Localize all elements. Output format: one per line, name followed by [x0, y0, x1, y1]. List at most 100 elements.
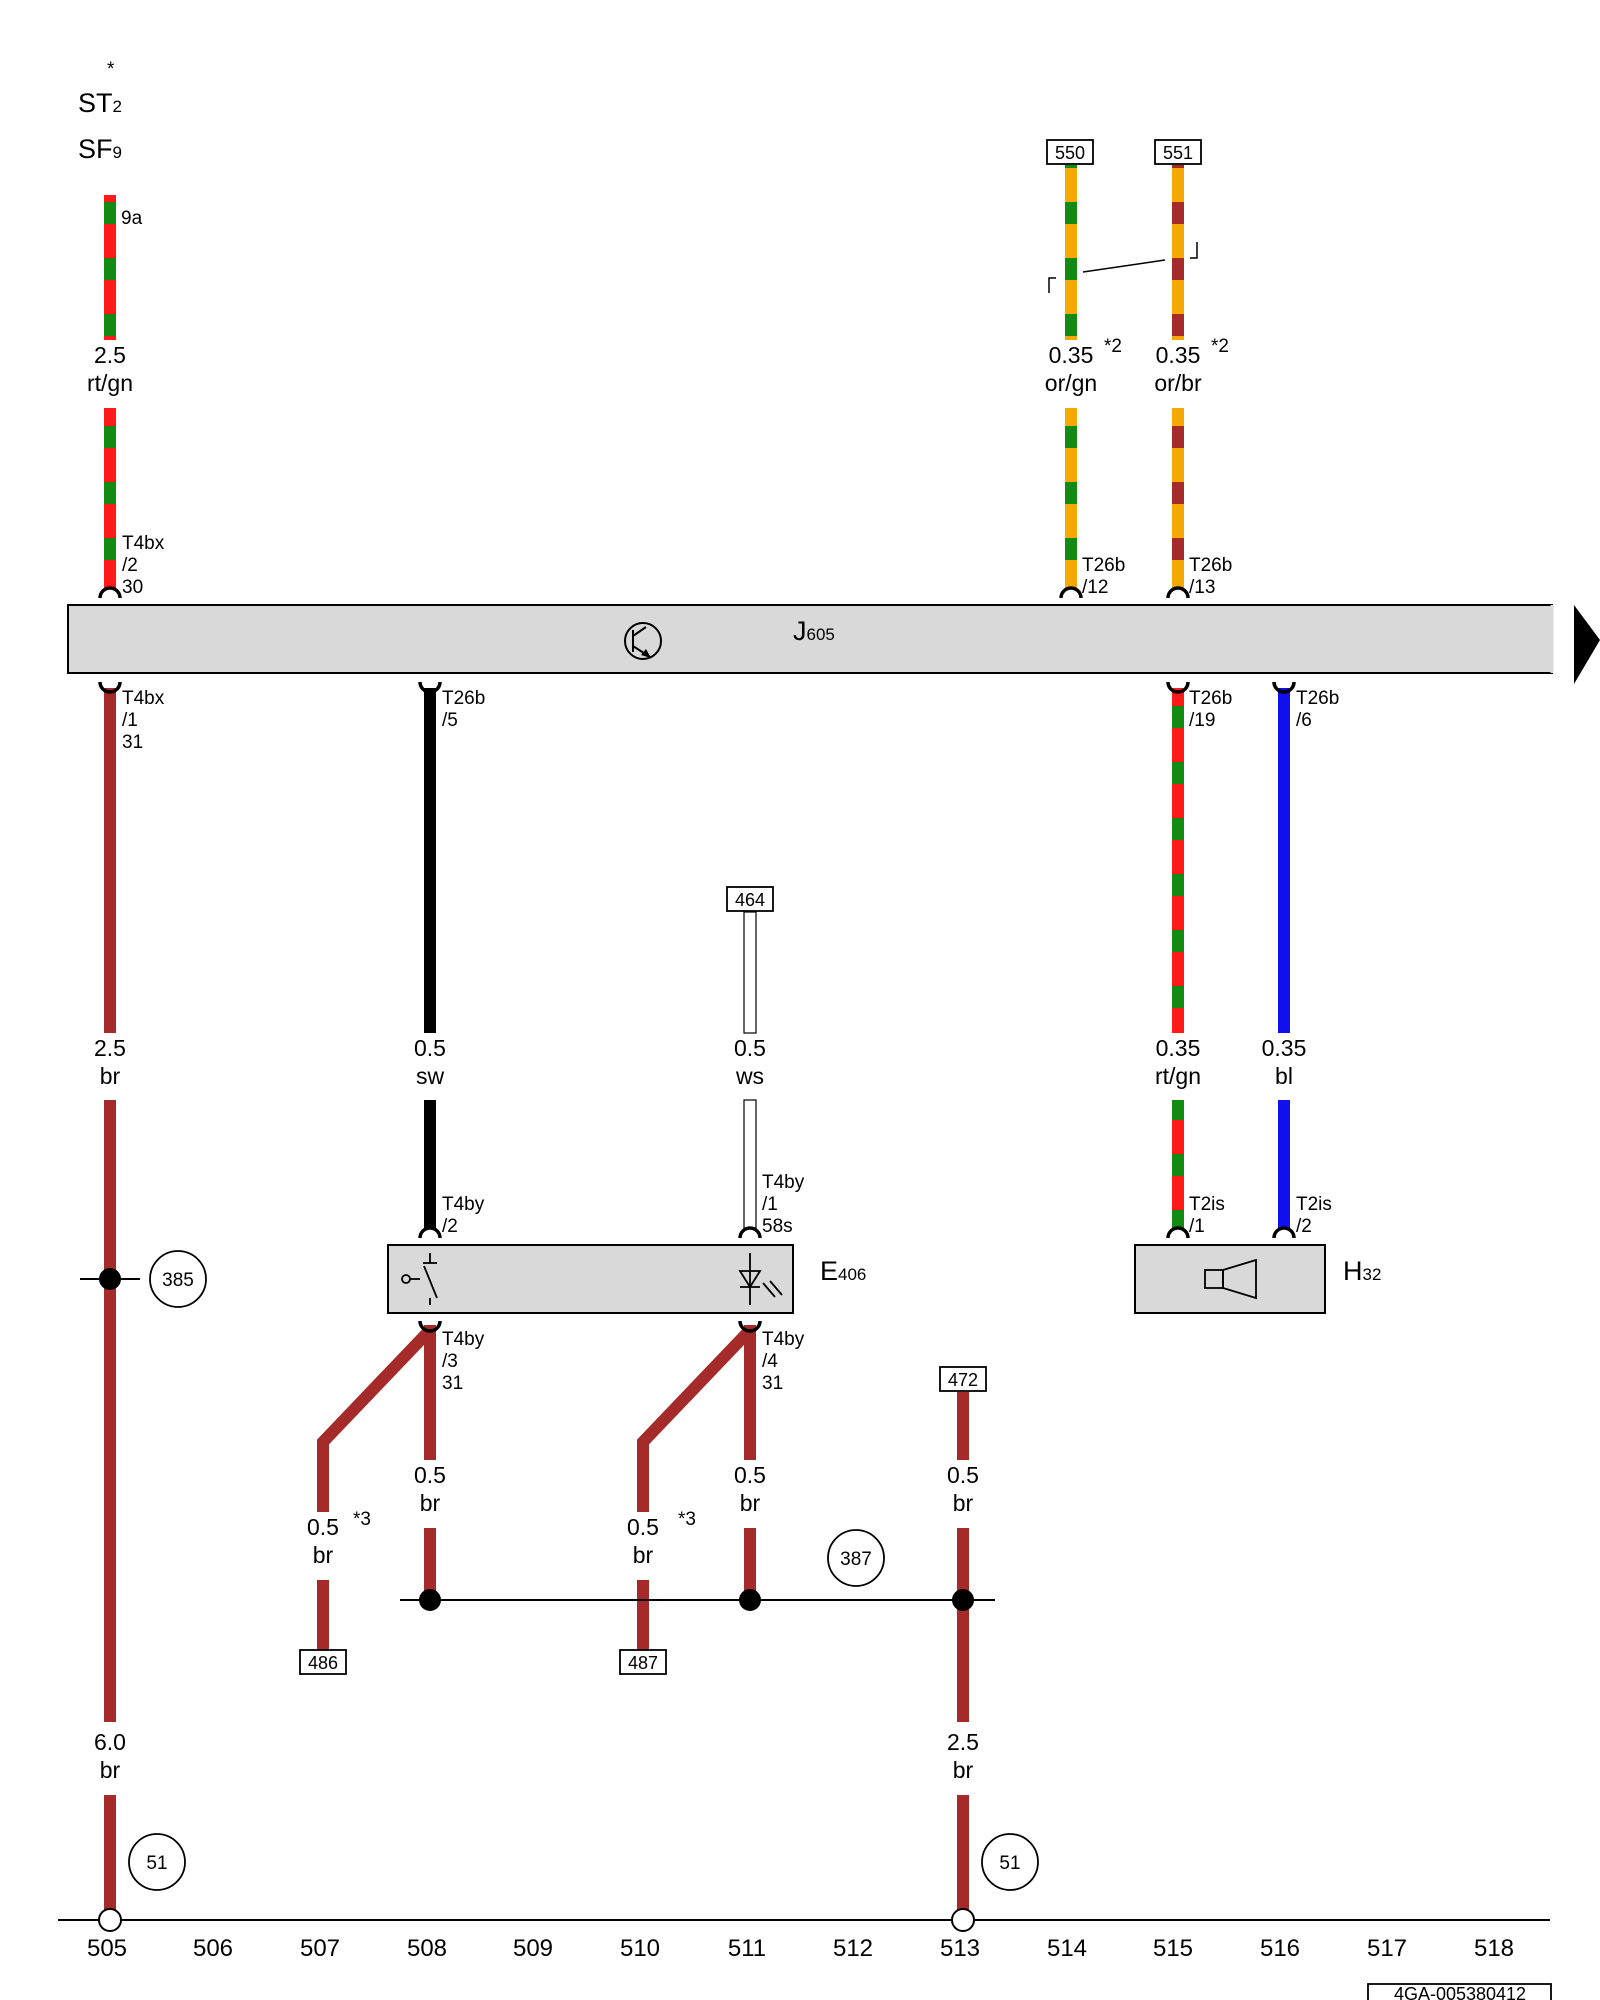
switch-e406-letter: E [820, 1256, 838, 1286]
svg-text:0.35: 0.35 [1262, 1035, 1307, 1061]
svg-text:br: br [100, 1757, 121, 1783]
wire-516-bl-a [1278, 688, 1290, 1033]
svg-text:51: 51 [999, 1853, 1020, 1874]
wire-label-510: 0.5br [627, 1514, 659, 1568]
wire-513-br-a [957, 1392, 969, 1460]
buzzer-h32-number: 32 [1363, 1265, 1382, 1284]
pin-symbol-t26b-5 [418, 681, 442, 694]
sf-label-sub: 9 [113, 143, 122, 162]
reference-circles: 385 387 51 51 [128, 1250, 1039, 1891]
wire-label-505-bottom: 6.0br [94, 1729, 126, 1783]
svg-text:br: br [100, 1063, 121, 1089]
svg-text:2.5: 2.5 [94, 342, 126, 368]
wire-515-upper [1172, 165, 1184, 340]
pin-symbol-t26b-19 [1166, 681, 1190, 694]
svg-text:31: 31 [762, 1373, 783, 1394]
svg-text:T4by: T4by [442, 1194, 485, 1215]
wire-515-rtgn-a [1172, 688, 1184, 1033]
wire-505-br-c [104, 1795, 116, 1913]
wire-507-diagonal [317, 1325, 435, 1512]
switch-e406-box [387, 1244, 794, 1314]
column-number: 518 [1474, 1935, 1514, 1962]
wire-label-507: 0.5br [307, 1514, 339, 1568]
buzzer-h32-box [1134, 1244, 1326, 1314]
svg-text:58s: 58s [762, 1216, 793, 1237]
wires [104, 165, 1290, 1913]
module-j605-letter: J [793, 616, 807, 646]
ref-box-472: 472 [939, 1366, 987, 1392]
wire-515-lower [1172, 408, 1184, 588]
column-number: 514 [1047, 1935, 1087, 1962]
svg-text:/13: /13 [1189, 577, 1215, 598]
column-number: 513 [940, 1935, 980, 1962]
ref-box-550: 550 [1046, 139, 1094, 165]
svg-text:or/br: or/br [1154, 370, 1202, 396]
svg-text:550: 550 [1055, 143, 1085, 163]
reference-boxes: 550 551 464 472 486 487 [299, 139, 1202, 1675]
buzzer-h32: H32 [1134, 1244, 1381, 1314]
svg-text:T4by: T4by [762, 1172, 805, 1193]
column-number: 509 [513, 1935, 553, 1962]
wire-label-513-bottom: 2.5br [947, 1729, 979, 1783]
buzzer-h32-label: H32 [1343, 1256, 1381, 1286]
svg-text:2.5: 2.5 [94, 1035, 126, 1061]
connector-t26b-6: T26b/6 [1296, 688, 1339, 731]
wire-510-br-b [637, 1580, 649, 1650]
ref-box-464: 464 [726, 886, 774, 912]
twisted-pair-marker [1048, 242, 1198, 293]
star-mark: * [107, 59, 115, 80]
pin-symbol-t4bx-1 [98, 681, 122, 694]
svg-text:/5: /5 [442, 710, 458, 731]
document-number: 4GA-005380412 [1367, 1983, 1552, 2000]
wire-511-br-a [744, 1325, 756, 1460]
wire-505-br-b [104, 1100, 116, 1722]
svg-text:385: 385 [162, 1270, 194, 1291]
led-icon [738, 1253, 783, 1305]
svg-text:T4by: T4by [762, 1329, 805, 1350]
svg-text:T4bx: T4bx [122, 533, 165, 554]
column-number: 506 [193, 1935, 233, 1962]
svg-text:ws: ws [735, 1063, 764, 1089]
switch-e406-number: 406 [838, 1265, 866, 1284]
svg-text:bl: bl [1275, 1063, 1293, 1089]
svg-text:br: br [313, 1542, 334, 1568]
footnotes: *2 *2 *3 *3 [353, 336, 1229, 1530]
column-number: 511 [728, 1935, 766, 1962]
connector-t2is-2: T2is/2 [1296, 1194, 1332, 1237]
svg-text:rt/gn: rt/gn [87, 370, 133, 396]
column-number: 505 [87, 1935, 127, 1962]
svg-text:/1: /1 [1189, 1216, 1205, 1237]
svg-text:br: br [740, 1490, 761, 1516]
speaker-icon [1204, 1258, 1257, 1300]
svg-text:T2is: T2is [1189, 1194, 1225, 1215]
wire-505-br-a [104, 688, 116, 1033]
wire-label-511-br: 0.5br [734, 1462, 766, 1516]
svg-text:/4: /4 [762, 1351, 778, 1372]
svg-text:551: 551 [1163, 143, 1193, 163]
wire-505-top-lower [104, 408, 116, 588]
svg-text:T4bx: T4bx [122, 688, 165, 709]
pin-symbol-t4by-4 [738, 1320, 762, 1333]
module-j605-label: J605 [793, 616, 835, 646]
wire-label-513-top: 0.5br [947, 1462, 979, 1516]
svg-text:51: 51 [146, 1853, 167, 1874]
wire-514-lower [1065, 408, 1077, 588]
footnote-514: *2 [1104, 336, 1122, 357]
pin-symbol-t4by-2 [418, 1226, 442, 1239]
ground-point-505 [98, 1908, 122, 1932]
sf-label: SF9 [78, 134, 122, 164]
svg-text:31: 31 [442, 1373, 463, 1394]
svg-text:or/gn: or/gn [1045, 370, 1097, 396]
svg-text:0.35: 0.35 [1156, 342, 1201, 368]
footnote-510: *3 [678, 1509, 696, 1530]
connector-t26b-19: T26b/19 [1189, 688, 1232, 731]
svg-text:0.35: 0.35 [1156, 1035, 1201, 1061]
pin-symbol-t4bx-2 [98, 586, 122, 599]
column-number: 507 [300, 1935, 340, 1962]
svg-text:2.5: 2.5 [947, 1729, 979, 1755]
wire-label-505-mid: 2.5br [94, 1035, 126, 1089]
